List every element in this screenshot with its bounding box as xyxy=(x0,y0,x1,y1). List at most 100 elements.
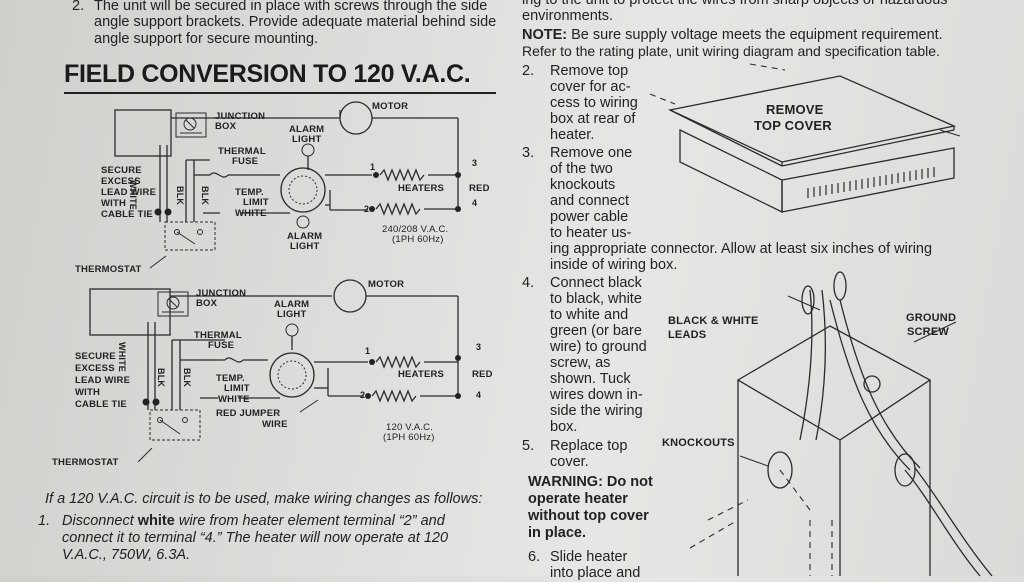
leads-label-2: LEADS xyxy=(668,329,707,341)
r-step-4-line-6: screw, as xyxy=(550,355,611,371)
r-step-4-line-4: green (or bare xyxy=(550,323,642,339)
d2-secure-3: LEAD WIRE xyxy=(75,375,131,386)
d1-blk-vertical-2: BLK xyxy=(200,186,210,206)
d2-secure-1: SECURE xyxy=(75,351,116,362)
r-step-3-line-8: inside of wiring box. xyxy=(550,257,678,273)
d1-terminal-2: 2 xyxy=(364,204,370,214)
r-step-2-line-1: Remove top xyxy=(550,63,629,79)
d2-secure-2: EXCESS xyxy=(75,363,115,374)
d1-motor-label: MOTOR xyxy=(372,101,409,112)
d1-alarm-light-top-1: ALARM xyxy=(289,124,325,135)
d2-alarm-light-1: ALARM xyxy=(274,299,310,310)
d2-white-vertical: WHITE xyxy=(117,342,127,372)
d2-secure-5: CABLE TIE xyxy=(75,399,127,410)
r-step-4-line-2: to black, white xyxy=(550,291,642,307)
d2-red-jumper-1: RED JUMPER xyxy=(216,408,281,419)
d1-alarm-light-bottom-2: LIGHT xyxy=(290,241,320,252)
r-step-6-number: 6. xyxy=(528,549,541,565)
change-1-line-2: connect it to terminal “4.” The heater w… xyxy=(62,530,449,546)
d1-temp-limit-1: TEMP. xyxy=(235,187,264,198)
note-line-2: Refer to the rating plate, unit wiring d… xyxy=(522,43,940,59)
d1-temp-limit-2: LIMIT xyxy=(243,197,269,208)
r-step-5-line-2: cover. xyxy=(550,454,589,470)
r-step-5-line-1: Replace top xyxy=(550,438,628,454)
warning-line-3: without top cover xyxy=(528,508,649,524)
r-step-6-line-1: Slide heater xyxy=(550,549,628,565)
d1-junction-box-label-1: JUNCTION xyxy=(215,111,266,122)
d2-red-label: RED xyxy=(472,369,493,380)
d2-junction-box-label-2: BOX xyxy=(196,298,218,309)
d2-alarm-light-2: LIGHT xyxy=(277,309,307,320)
r-step-3-number: 3. xyxy=(522,145,535,161)
r-step-3-line-7: ing appropriate connector. Allow at leas… xyxy=(550,241,933,257)
d2-terminal-2: 2 xyxy=(360,390,366,400)
d1-terminal-3: 3 xyxy=(472,158,478,168)
d2-terminal-3: 3 xyxy=(476,342,482,352)
d2-terminal-1: 1 xyxy=(365,346,371,356)
note-label: NOTE: xyxy=(522,27,568,43)
warning-line-1: WARNING: Do not xyxy=(528,474,653,490)
d2-motor-label: MOTOR xyxy=(368,279,405,290)
r-step-2-line-4: box at rear of xyxy=(550,111,636,127)
left-column: 2. The unit will be secured in place wit… xyxy=(0,0,510,576)
r-step-4-line-9: side the wiring xyxy=(550,403,643,419)
change-1-number: 1. xyxy=(38,513,51,529)
warning-line-4: in place. xyxy=(528,525,587,541)
conversion-intro: If a 120 V.A.C. circuit is to be used, m… xyxy=(45,491,483,507)
d1-thermal-fuse-1: THERMAL xyxy=(218,146,266,157)
step-2-line-1: The unit will be secured in place with s… xyxy=(94,0,488,14)
d2-blk-vertical-2: BLK xyxy=(182,368,192,388)
d1-secure-3: LEAD WIRE xyxy=(101,187,157,198)
d1-secure-4: WITH xyxy=(101,198,127,209)
d2-temp-limit-1: TEMP. xyxy=(216,373,245,384)
d2-junction-box-label-1: JUNCTION xyxy=(196,288,247,299)
leads-label-1: BLACK & WHITE xyxy=(668,315,759,327)
r-step-4-line-7: shown. Tuck xyxy=(550,371,631,387)
r-step-4-line-1: Connect black xyxy=(550,275,642,291)
r-step-2-line-2: cover for ac- xyxy=(550,79,631,95)
knockouts-label: KNOCKOUTS xyxy=(662,437,735,449)
remove-label-2: TOP COVER xyxy=(754,118,832,133)
warning-line-2: operate heater xyxy=(528,491,628,507)
ground-label-2: SCREW xyxy=(907,326,949,338)
change-1-line-3: V.A.C., 750W, 6.3A. xyxy=(62,547,191,563)
d2-thermal-fuse-2: FUSE xyxy=(208,340,235,351)
step-2-line-2: angle support brackets. Provide adequate… xyxy=(94,14,497,30)
d2-heaters-label: HEATERS xyxy=(398,369,445,380)
heading-underline xyxy=(64,92,496,94)
d1-terminal-4: 4 xyxy=(472,198,478,208)
r-step-4-line-5: wire) to ground xyxy=(550,339,647,355)
d2-temp-limit-2: LIMIT xyxy=(224,383,250,394)
d2-thermostat-label: THERMOSTAT xyxy=(52,457,119,468)
d2-thermal-fuse-1: THERMAL xyxy=(194,330,242,341)
d1-thermal-fuse-2: FUSE xyxy=(232,156,259,167)
d1-red-label: RED xyxy=(469,183,490,194)
d1-secure-5: CABLE TIE xyxy=(101,209,153,220)
wiring-diagram-240v xyxy=(89,101,461,463)
d1-terminal-1: 1 xyxy=(370,162,376,172)
d1-white-wire-label: WHITE xyxy=(235,208,267,219)
r-step-2-line-3: cess to wiring xyxy=(550,95,638,111)
d1-secure-2: EXCESS xyxy=(101,176,141,187)
change-1-line-1: Disconnect white wire from heater elemen… xyxy=(62,513,445,529)
d2-blk-vertical-1: BLK xyxy=(156,368,166,388)
r-step-4-line-8: wires down in- xyxy=(550,387,643,403)
r-step-2-number: 2. xyxy=(522,63,535,79)
d1-alarm-light-bottom-1: ALARM xyxy=(287,231,323,242)
d1-heaters-label: HEATERS xyxy=(398,183,445,194)
step-2-number: 2. xyxy=(72,0,85,14)
r-step-3-line-1: Remove one xyxy=(550,145,633,161)
d2-terminal-4: 4 xyxy=(476,390,482,400)
d1-thermostat-label: THERMOSTAT xyxy=(75,264,142,275)
d1-blk-vertical-1: BLK xyxy=(175,186,185,206)
right-top-line-2: environments. xyxy=(522,8,614,24)
d1-voltage-1: 240/208 V.A.C. xyxy=(382,224,449,235)
r-step-4-number: 4. xyxy=(522,275,535,291)
d1-junction-box-label-2: BOX xyxy=(215,121,237,132)
emphasis-white: white xyxy=(137,513,175,529)
right-top-line-1: ing to the unit to protect the wires fro… xyxy=(522,0,948,8)
d2-red-jumper-2: WIRE xyxy=(262,419,288,430)
remove-top-cover-figure xyxy=(649,63,993,577)
right-column: ing to the unit to protect the wires fro… xyxy=(510,0,1024,581)
d1-secure-1: SECURE xyxy=(101,165,142,176)
